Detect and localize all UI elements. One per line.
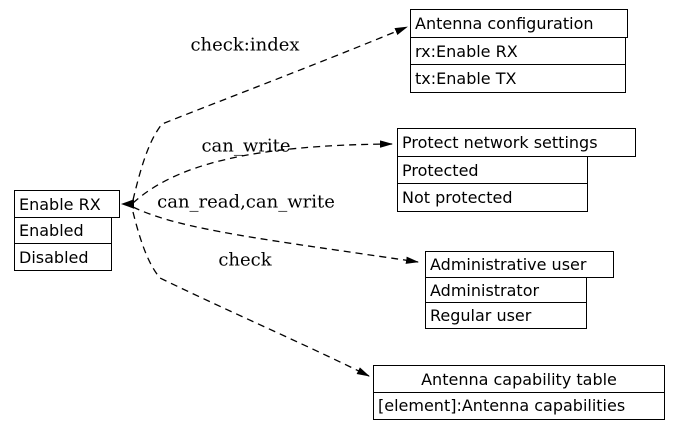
edge-label-can-write: can_write: [201, 135, 291, 157]
back-arrowhead-icon: [121, 199, 134, 209]
edge-label-can-read-can-write: can_read,can_write: [157, 191, 335, 213]
node-row: [element]:Antenna capabilities: [373, 391, 665, 420]
edge-check-arrow: [132, 211, 370, 377]
node-antenna-configuration: Antenna configuration rx:Enable RX tx:En…: [410, 9, 628, 93]
node-title: Antenna capability table: [373, 365, 665, 393]
node-title: Enable RX: [14, 190, 120, 218]
edge-check-index-arrow: [132, 26, 408, 201]
node-title: Antenna configuration: [410, 9, 628, 38]
node-row: Protected: [397, 155, 588, 185]
node-administrative-user: Administrative user Administrator Regula…: [425, 251, 614, 329]
node-antenna-capability-table: Antenna capability table [element]:Anten…: [373, 365, 665, 420]
node-row: Disabled: [14, 243, 112, 271]
node-row: rx:Enable RX: [410, 36, 626, 66]
node-row: tx:Enable TX: [410, 64, 626, 93]
edge-label-check-index: check:index: [190, 34, 300, 56]
node-protect-network-settings: Protect network settings Protected Not p…: [397, 128, 636, 212]
node-title: Protect network settings: [397, 128, 636, 157]
edge-label-check: check: [218, 249, 272, 271]
node-title: Administrative user: [425, 251, 614, 278]
node-row: Regular user: [425, 302, 587, 329]
node-row: Enabled: [14, 216, 112, 245]
edge-can-write-arrow: [132, 140, 393, 204]
node-row: Administrator: [425, 276, 587, 304]
edge-can-read-can-write-arrow: [132, 206, 419, 264]
node-enable-rx: Enable RX Enabled Disabled: [14, 190, 120, 271]
node-row: Not protected: [397, 183, 588, 212]
